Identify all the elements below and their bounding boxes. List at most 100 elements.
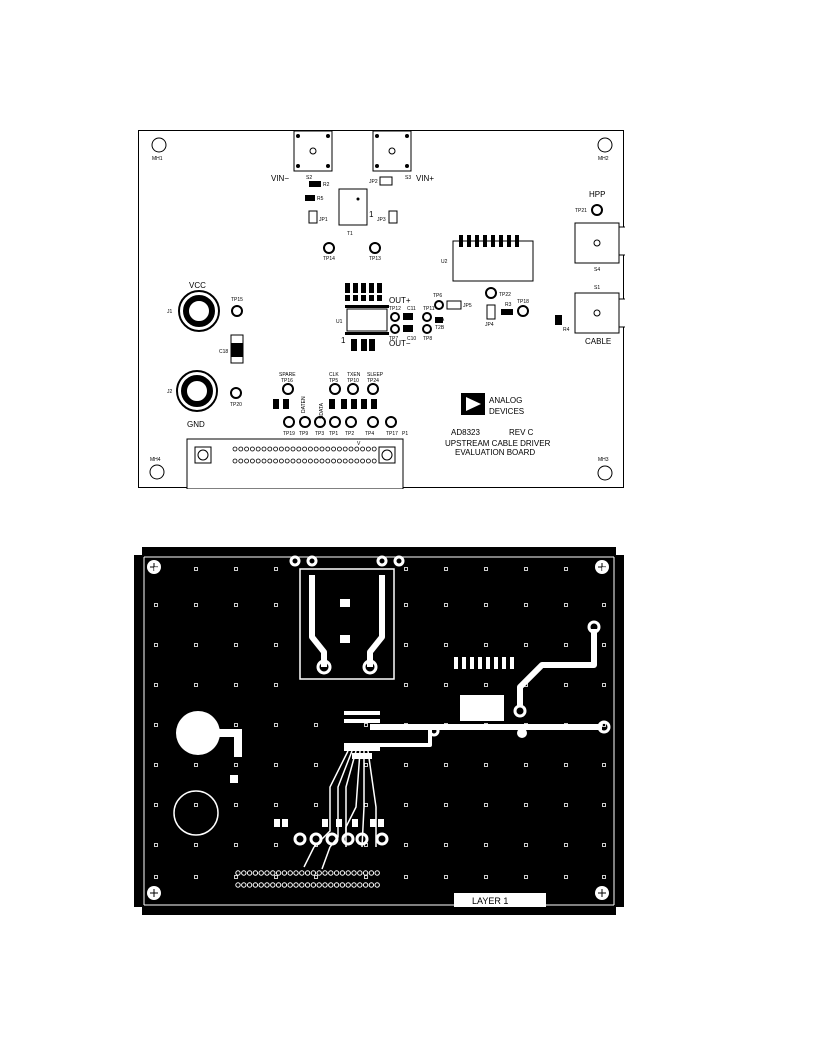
- via: [564, 567, 568, 571]
- test-point-tp18: TP18: [517, 299, 529, 317]
- header-pin: [354, 458, 360, 464]
- copper-pin: [328, 882, 334, 888]
- board-title-1: UPSTREAM CABLE DRIVER: [445, 439, 551, 448]
- test-point-tp6: TP6: [433, 293, 444, 310]
- mount-hole-mh3: MH3: [597, 457, 613, 481]
- via: [314, 875, 318, 879]
- mh2-label: MH2: [598, 156, 609, 162]
- header-pin: [331, 446, 337, 452]
- header-pin: [261, 446, 267, 452]
- jp2: [379, 176, 393, 186]
- svg-text:JP5: JP5: [463, 303, 472, 309]
- via: [234, 843, 238, 847]
- via: [484, 763, 488, 767]
- header-pin: [267, 446, 273, 452]
- copper-pin: [264, 870, 270, 876]
- s2-label: S2: [306, 175, 312, 181]
- tp16-ring: [282, 383, 294, 395]
- jp4: [486, 304, 496, 320]
- via: [274, 567, 278, 571]
- via: [154, 643, 158, 647]
- header-pin: [232, 446, 238, 452]
- header-pin: [348, 446, 354, 452]
- svg-text:TP22: TP22: [499, 292, 511, 298]
- via: [524, 763, 528, 767]
- via: [602, 603, 606, 607]
- jp1-label: JP1: [319, 217, 328, 223]
- svg-text:R3: R3: [505, 302, 512, 308]
- r3-pad: [501, 309, 513, 315]
- mount-hole-mh2: MH2: [597, 137, 613, 162]
- t2a-pad: [435, 317, 443, 323]
- via: [234, 643, 238, 647]
- via: [234, 683, 238, 687]
- via: [484, 875, 488, 879]
- copper-pin: [270, 882, 276, 888]
- header-p1: V: [186, 438, 404, 490]
- test-point-row: [283, 416, 379, 428]
- header-pin: [348, 458, 354, 464]
- copper-pin: [241, 870, 247, 876]
- capacitor-c18: C18: [219, 334, 244, 364]
- silkscreen-layer: MH1 MH2 MH4 MH3 VIN− S2 VIN+ S3 R2 R5: [138, 94, 656, 490]
- svg-text:TP4: TP4: [365, 431, 374, 437]
- copper-drawing: LAYER 1: [134, 547, 624, 915]
- jp2-label: JP2: [369, 179, 378, 185]
- connector-s1-cable: S1 R4 CABLE: [555, 285, 656, 346]
- copper-pin: [252, 870, 259, 876]
- copper-pin: [333, 882, 340, 888]
- copper-pin: [293, 882, 299, 888]
- copper-pin: [357, 870, 363, 876]
- j1-label: J1: [167, 309, 173, 315]
- header-pin: [273, 458, 279, 464]
- via: [194, 643, 198, 647]
- via: [444, 763, 448, 767]
- via: [154, 723, 158, 727]
- copper-pin: [357, 882, 363, 888]
- svg-text:DATEN: DATEN: [301, 396, 307, 413]
- via: [444, 567, 448, 571]
- copper-pin: [258, 870, 264, 876]
- via: [234, 603, 238, 607]
- copper-pin: [316, 870, 322, 876]
- copper-pin: [368, 870, 375, 876]
- power-jack-j1-vcc: VCC J1: [167, 281, 220, 332]
- via: [444, 843, 448, 847]
- copper-pin: [235, 870, 241, 876]
- ic-u1: U1 1: [336, 283, 389, 351]
- p1-label: P1: [402, 431, 408, 437]
- via: [274, 723, 278, 727]
- svg-text:TXEN: TXEN: [347, 372, 361, 378]
- via: [564, 603, 568, 607]
- copper-pin: [304, 882, 311, 888]
- svg-text:TP10: TP10: [347, 378, 359, 384]
- jp5: [446, 300, 462, 310]
- test-point-tp15: TP15: [231, 297, 243, 317]
- svg-text:TP14: TP14: [323, 256, 335, 262]
- r5-pad: [305, 195, 315, 201]
- header-pin: [342, 446, 348, 452]
- header-pin: [302, 446, 308, 452]
- via: [274, 603, 278, 607]
- header-pin: [371, 446, 377, 452]
- svg-text:T2A: T2A: [435, 317, 445, 323]
- via: [524, 603, 528, 607]
- test-point-tp14: TP14: [323, 242, 335, 262]
- via: [404, 643, 408, 647]
- copper-pin: [304, 870, 311, 876]
- copper-pin: [351, 882, 357, 888]
- via: [194, 603, 198, 607]
- via: [154, 567, 158, 571]
- header-pin: [250, 458, 255, 464]
- header-pin: [255, 446, 261, 452]
- logo-text-2: DEVICES: [489, 407, 524, 416]
- out-minus-label: OUT−: [389, 339, 411, 348]
- vin-minus-label: VIN−: [271, 174, 289, 183]
- via: [602, 843, 606, 847]
- c11-pad: [403, 313, 413, 320]
- header-pin: [360, 458, 366, 464]
- svg-text:JP4: JP4: [485, 322, 494, 328]
- copper-pin: [281, 882, 288, 888]
- tp24-ring: [367, 383, 379, 395]
- header-pin: [336, 446, 342, 452]
